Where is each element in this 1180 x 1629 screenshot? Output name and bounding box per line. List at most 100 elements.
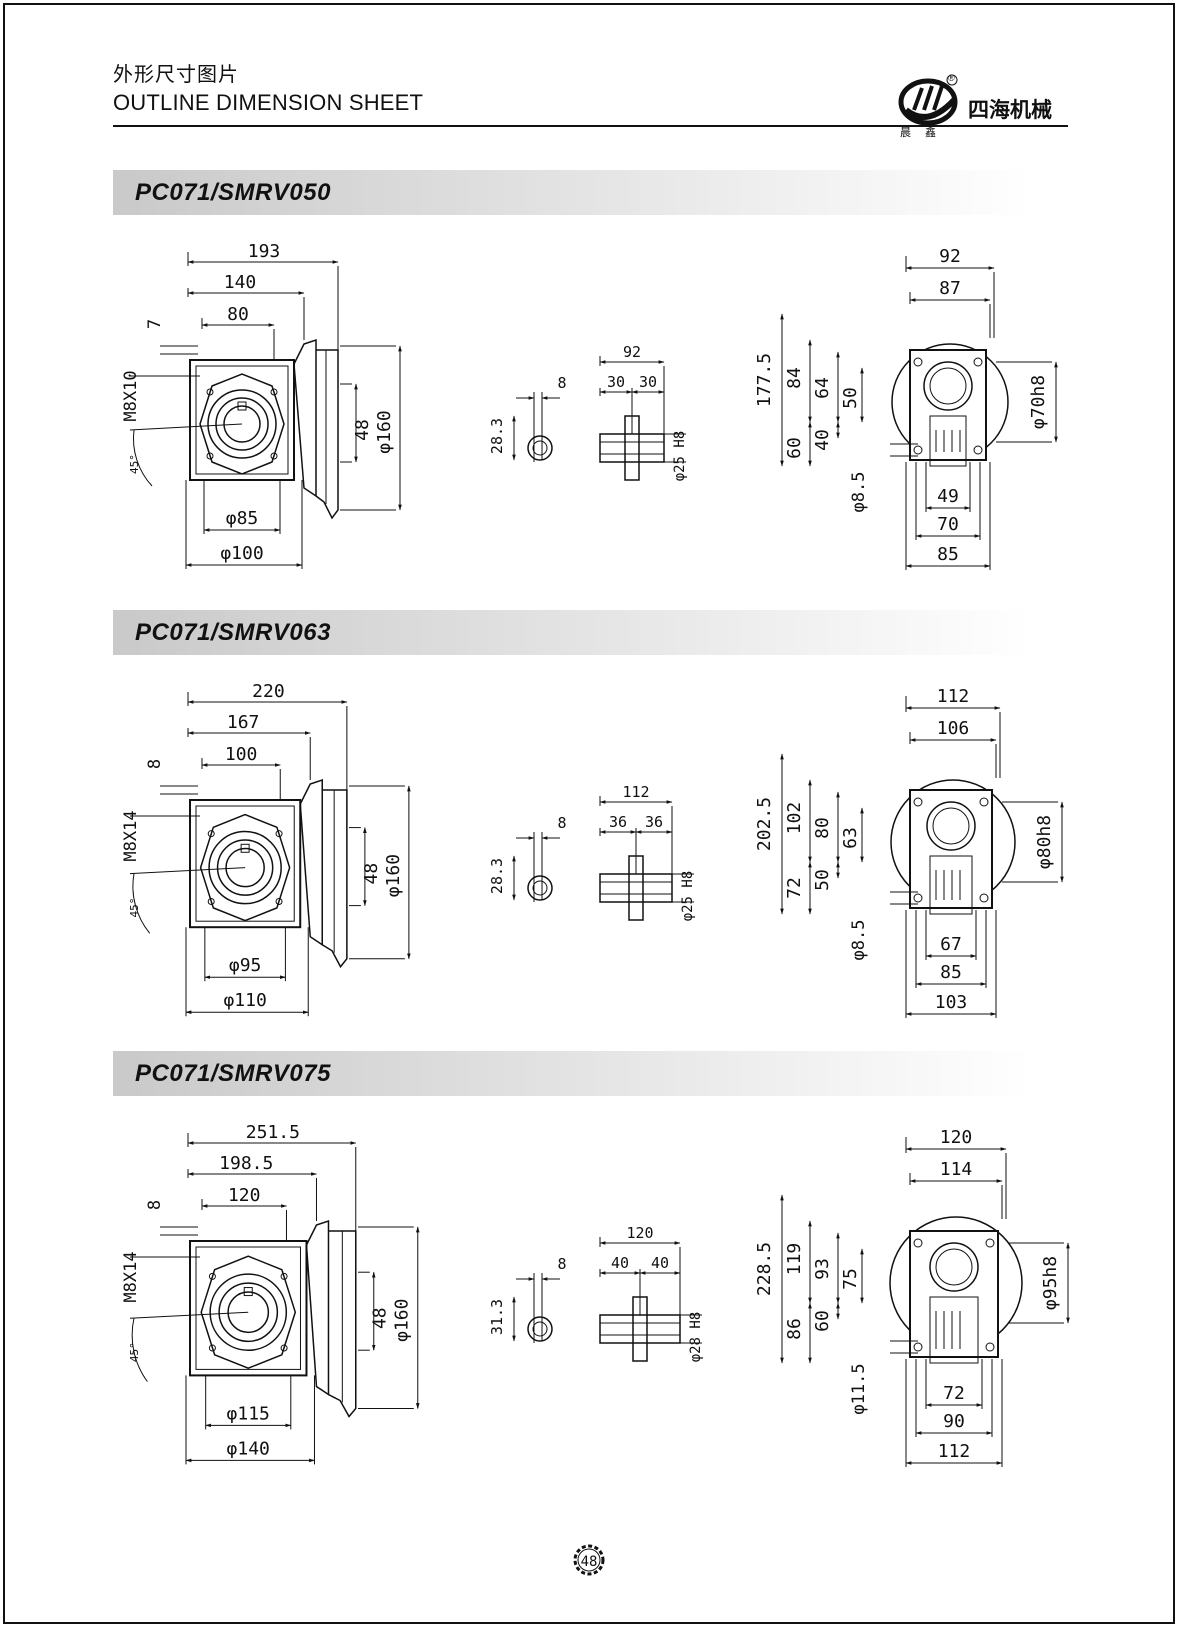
dim-h5: 50 xyxy=(812,869,833,891)
dim-flange-diameter: φ160 xyxy=(374,410,395,453)
dim-hub-b: 30 xyxy=(639,373,657,391)
dim-base-3: 103 xyxy=(935,992,968,1013)
dim-mount-hole: φ8.5 xyxy=(849,472,869,513)
dim-key-width: 8 xyxy=(557,814,566,832)
dim-h1: 102 xyxy=(784,802,805,835)
section-title: PC071/SMRV050 xyxy=(135,179,331,206)
dim-pcd: φ85 xyxy=(226,508,259,529)
section-band-3: PC071/SMRV075 xyxy=(113,1051,1033,1096)
dim-hub-b: 40 xyxy=(651,1254,669,1272)
brand-sub-left: 晨 xyxy=(900,126,911,139)
dim-h3: 63 xyxy=(840,827,861,849)
dim-key-height: 28.3 xyxy=(488,858,506,894)
dim-base-3: 112 xyxy=(938,1441,971,1462)
brand-sub-right: 鑫 xyxy=(925,126,936,139)
dim-h4: 86 xyxy=(784,1318,805,1340)
dim-flange-pcd: 48 xyxy=(361,863,382,885)
dim-key-height: 31.3 xyxy=(488,1299,506,1335)
dim-key-height: 28.3 xyxy=(488,418,506,454)
dim-base-3: 85 xyxy=(937,544,959,565)
thread-label: M8X14 xyxy=(121,1251,141,1302)
dim-body-width: 140 xyxy=(224,272,257,293)
dim-base-2: 90 xyxy=(943,1411,965,1432)
dim-base-2: 70 xyxy=(937,514,959,535)
registered-mark: ® xyxy=(948,73,955,83)
dim-hub-length: 120 xyxy=(626,1224,653,1242)
dim-h5: 60 xyxy=(812,1310,833,1332)
dim-flange: φ110 xyxy=(223,990,266,1011)
dim-total-height: 202.5 xyxy=(754,797,775,851)
thread-label: M8X14 xyxy=(121,810,141,861)
dim-pcd: φ115 xyxy=(227,1403,270,1424)
dim-flange: φ140 xyxy=(227,1438,270,1459)
brand-logo-icon xyxy=(898,74,958,126)
dim-offset: 8 xyxy=(145,1200,165,1210)
dim-flange-diameter: φ160 xyxy=(392,1299,413,1342)
dim-bore: φ25 H8 xyxy=(680,871,696,922)
dim-hub-b: 36 xyxy=(645,813,663,831)
dim-hub-a: 36 xyxy=(609,813,627,831)
dim-base-1: 49 xyxy=(937,486,959,507)
dim-width-outer: 112 xyxy=(937,686,970,707)
dim-output-flange: φ80h8 xyxy=(1034,815,1055,869)
dim-mount-hole: φ8.5 xyxy=(849,920,869,961)
dim-body-width: 167 xyxy=(227,712,260,733)
section-title: PC071/SMRV075 xyxy=(135,1060,331,1087)
dim-hub-length: 92 xyxy=(623,343,641,361)
angle-label: 45° xyxy=(128,898,141,918)
dim-base-2: 85 xyxy=(940,962,962,983)
dim-body-width: 198.5 xyxy=(219,1153,273,1174)
dim-h2: 80 xyxy=(812,817,833,839)
dim-bore: φ25 H8 xyxy=(672,431,688,482)
page-number-badge: 48 xyxy=(573,1544,605,1576)
angle-label: 45° xyxy=(128,454,141,474)
dim-h4: 72 xyxy=(784,877,805,899)
dim-h4: 60 xyxy=(784,437,805,459)
section-band-1: PC071/SMRV050 xyxy=(113,170,1033,215)
dim-base-1: 67 xyxy=(940,934,962,955)
dim-width-outer: 92 xyxy=(939,246,961,267)
dim-total-height: 177.5 xyxy=(754,353,775,407)
dim-flange-pcd: 48 xyxy=(370,1307,391,1329)
right-view: 112 106 202.5 102 80 63 72 50 φ8.5 φ80h8 67 85 103 xyxy=(754,686,1064,1018)
dim-center-width: 80 xyxy=(227,304,249,325)
dim-key-width: 8 xyxy=(557,374,566,392)
page-number: 48 xyxy=(581,1554,598,1570)
section-band-2: PC071/SMRV063 xyxy=(113,610,1033,655)
dim-h1: 84 xyxy=(784,367,805,389)
section-title: PC071/SMRV063 xyxy=(135,619,331,646)
dim-center-width: 120 xyxy=(228,1185,261,1206)
dim-bore: φ28 H8 xyxy=(688,1312,704,1363)
dim-flange-diameter: φ160 xyxy=(383,854,404,897)
dim-total-height: 228.5 xyxy=(754,1242,775,1296)
dim-h3: 50 xyxy=(840,387,861,409)
dim-center-width: 100 xyxy=(225,744,258,765)
dim-flange: φ100 xyxy=(220,543,263,564)
dim-h3: 75 xyxy=(840,1268,861,1290)
dim-offset: 7 xyxy=(145,319,165,329)
dim-overall-width: 220 xyxy=(252,681,285,702)
dim-pcd: φ95 xyxy=(229,955,262,976)
dim-output-flange: φ70h8 xyxy=(1028,375,1049,429)
dim-offset: 8 xyxy=(145,759,165,769)
dim-overall-width: 193 xyxy=(248,241,281,262)
dim-h1: 119 xyxy=(784,1243,805,1276)
angle-label: 45° xyxy=(128,1342,141,1362)
dim-width-inner: 106 xyxy=(937,718,970,739)
dim-h5: 40 xyxy=(812,429,833,451)
thread-label: M8X10 xyxy=(121,370,141,421)
dim-overall-width: 251.5 xyxy=(246,1122,300,1143)
title-chinese: 外形尺寸图片 xyxy=(113,62,239,86)
dim-key-width: 8 xyxy=(557,1255,566,1273)
